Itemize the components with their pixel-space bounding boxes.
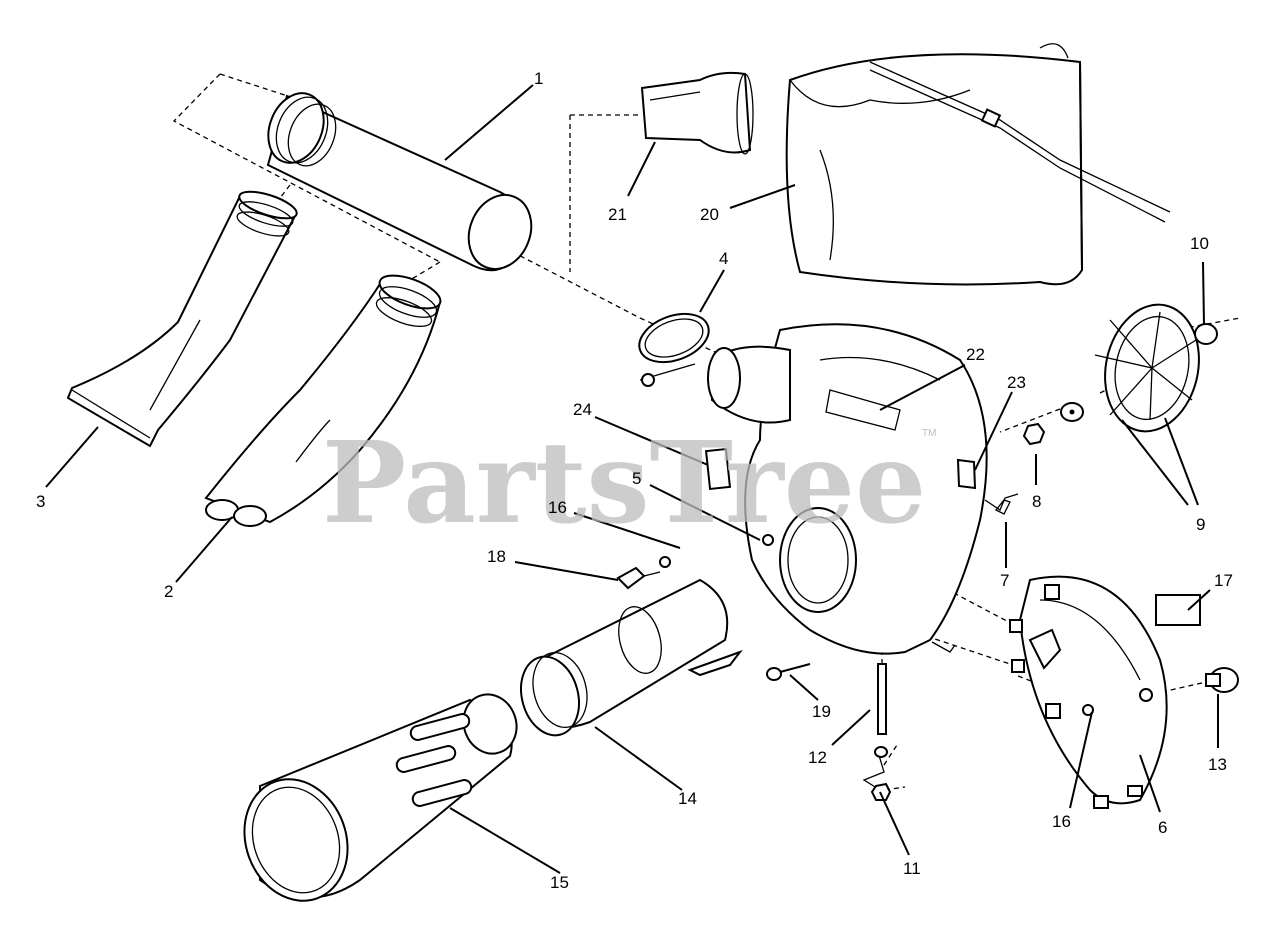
callout-14: 14 — [678, 789, 697, 808]
callout-9: 9 — [1196, 515, 1205, 534]
callout-13: 13 — [1208, 755, 1227, 774]
part-17-label — [1155, 594, 1201, 626]
leader-lines — [45, 84, 1219, 874]
part-7-spring-clip — [984, 493, 1019, 511]
callout-numbers: 1 2 3 4 5 6 7 8 9 10 11 12 13 14 15 16 1… — [36, 69, 1233, 892]
callout-4: 4 — [719, 249, 728, 268]
callout-16a: 16 — [548, 498, 567, 517]
part-10-washer — [1194, 323, 1218, 345]
callout-3: 3 — [36, 492, 45, 511]
watermark-trademark: TM — [922, 428, 936, 439]
part-4-hose-clamp — [638, 312, 710, 387]
callout-24: 24 — [573, 400, 592, 419]
part-2-concentrator-nozzle — [204, 274, 442, 527]
part-14-extension-tube — [520, 578, 743, 737]
callout-21: 21 — [608, 205, 627, 224]
part-1-blower-tube — [266, 92, 533, 272]
callout-8: 8 — [1032, 492, 1041, 511]
callout-11: 11 — [903, 859, 921, 878]
part-13-knob — [1205, 667, 1239, 693]
part-9-fan-impeller — [1060, 303, 1200, 433]
callout-7: 7 — [1000, 571, 1009, 590]
watermark: PartsTree — [322, 418, 926, 549]
callout-2: 2 — [164, 582, 173, 601]
callout-5: 5 — [632, 469, 641, 488]
callout-20: 20 — [700, 205, 719, 224]
part-16-washer — [659, 556, 671, 568]
callout-19: 19 — [812, 702, 831, 721]
callout-1: 1 — [534, 69, 543, 88]
callout-22: 22 — [966, 345, 985, 364]
callout-18: 18 — [487, 547, 506, 566]
part-24-label — [704, 447, 732, 491]
callout-10: 10 — [1190, 234, 1209, 253]
part-8-nut — [1022, 422, 1046, 446]
part-11-spring-nut — [862, 746, 892, 801]
part-15-wide-nozzle — [243, 693, 518, 902]
part-18-latch — [616, 566, 661, 590]
part-3-flat-nozzle — [66, 190, 298, 448]
callout-12: 12 — [808, 748, 827, 767]
part-19-screw — [766, 663, 811, 681]
part-12-pin — [877, 663, 887, 735]
callout-6: 6 — [1158, 818, 1167, 837]
callout-16b: 16 — [1052, 812, 1071, 831]
part-23-clip — [956, 458, 1011, 515]
part-5-blower-housing — [707, 323, 988, 655]
part-6-cover-plate — [1009, 575, 1168, 809]
callout-23: 23 — [1007, 373, 1026, 392]
part-21-bag-adapter — [640, 71, 754, 155]
callout-15: 15 — [550, 873, 569, 892]
callout-17: 17 — [1214, 571, 1233, 590]
part-20-collection-bag — [785, 43, 1171, 286]
